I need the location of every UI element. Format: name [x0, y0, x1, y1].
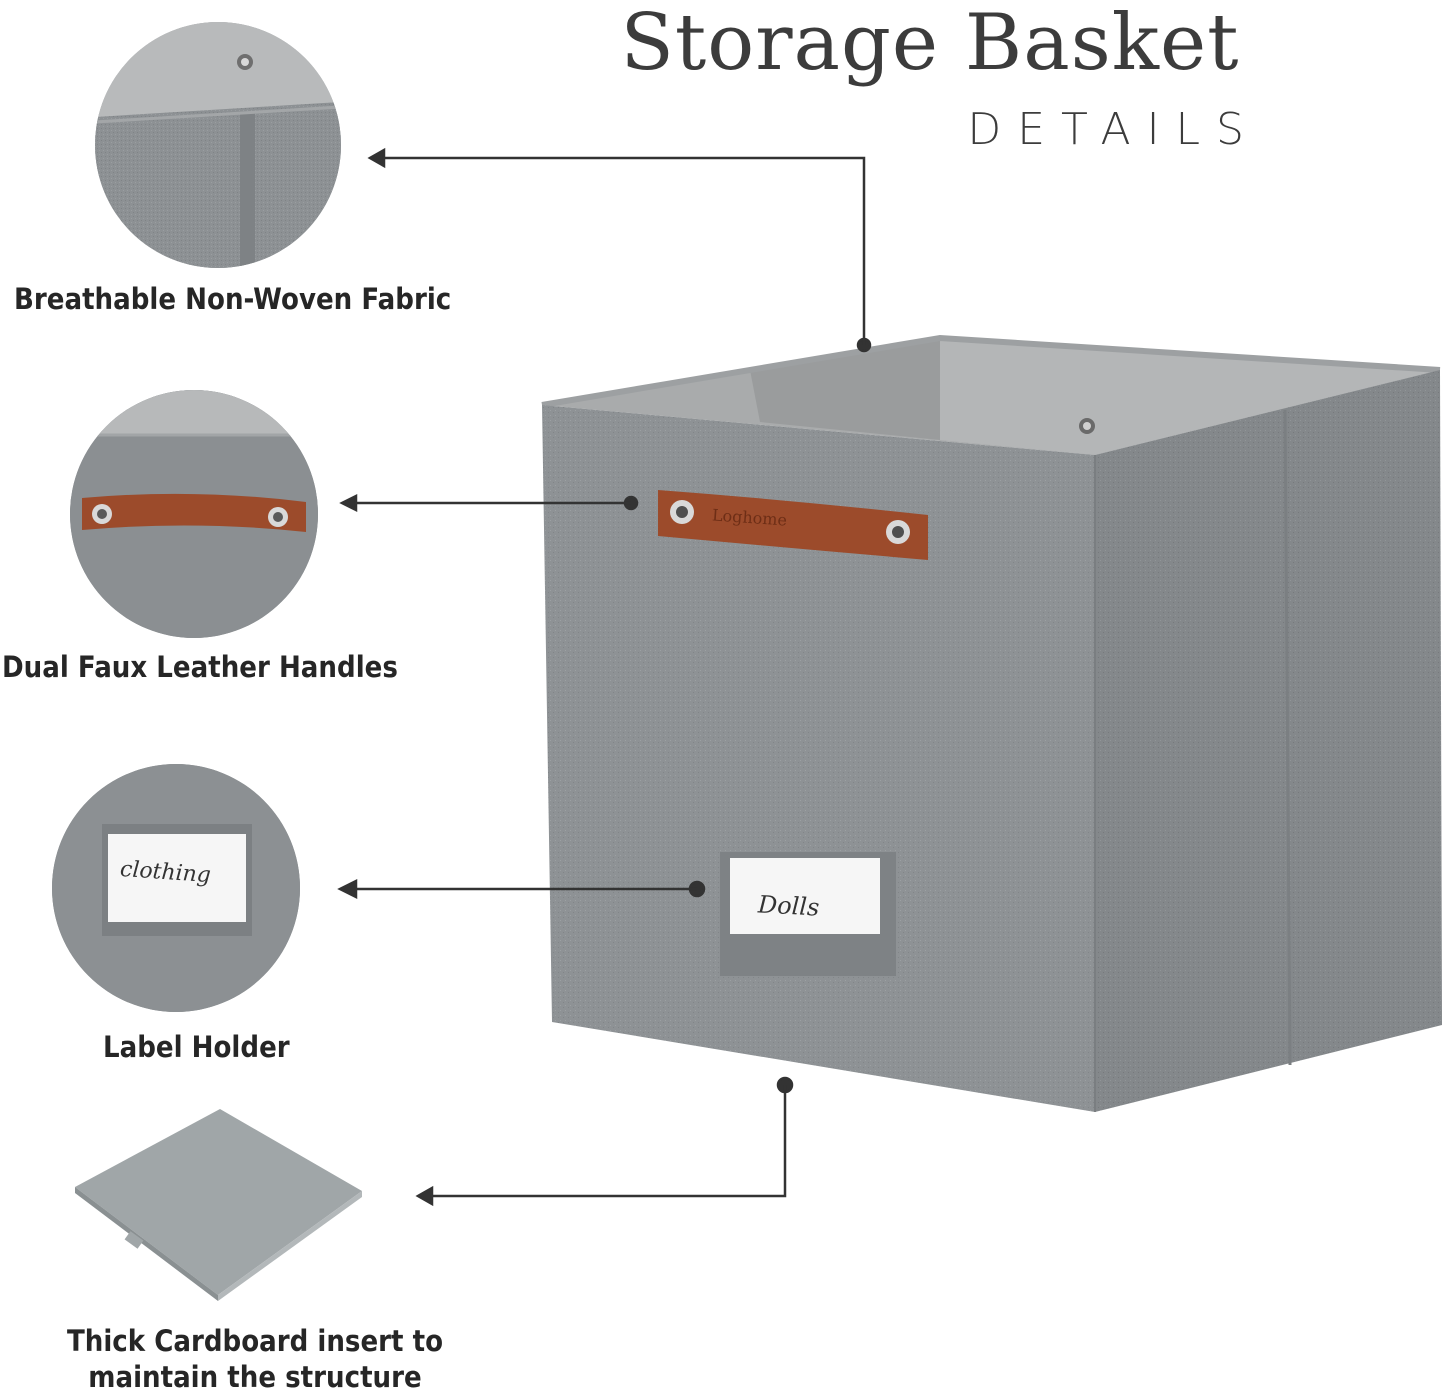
- page-subtitle: DETAILS: [967, 104, 1260, 155]
- arrow-cardboard: [415, 1076, 794, 1207]
- arrow-label-holder: [337, 878, 706, 900]
- feature-label-cardboard-line2: maintain the structure: [88, 1360, 422, 1394]
- label-holder-icon: [52, 764, 300, 1012]
- storage-basket-image: [530, 330, 1445, 1120]
- leather-handle-icon: [70, 390, 318, 638]
- feature-label-fabric: Breathable Non-Woven Fabric: [14, 282, 452, 316]
- feature-label-label-holder: Label Holder: [103, 1030, 290, 1064]
- cardboard-insert-icon: [70, 1105, 370, 1305]
- fabric-corner-icon: [95, 22, 341, 268]
- arrow-fabric: [367, 147, 872, 353]
- feature-label-cardboard-line1: Thick Cardboard insert to: [66, 1324, 444, 1358]
- feature-label-handles: Dual Faux Leather Handles: [2, 650, 398, 684]
- page-title: Storage Basket: [620, 0, 1240, 88]
- arrow-handles: [339, 493, 639, 513]
